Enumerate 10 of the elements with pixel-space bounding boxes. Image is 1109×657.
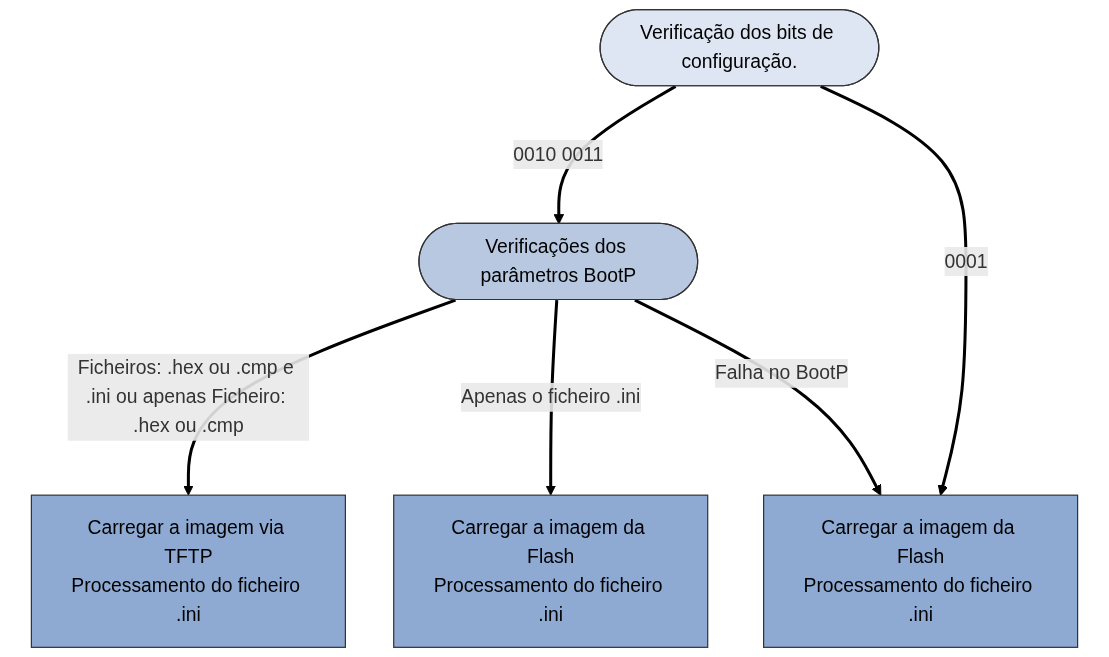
- edge-label: Apenas o ficheiro .ini: [461, 386, 641, 407]
- edge-label: 0001: [944, 250, 988, 272]
- edge-label: Ficheiros: .hex ou .cmp e .ini ou apenas Ficheiro: .hex ou .cmp: [77, 357, 294, 436]
- node-box: Carregar a imagem da Flash Processamento do ficheiro .ini: [763, 494, 1079, 648]
- node-box: Carregar a imagem da Flash Processamento do ficheiro .ini: [393, 494, 709, 648]
- edge-label: Falha no BootP: [715, 362, 849, 384]
- arrow: [634, 298, 882, 496]
- edge-label: 0010 0011: [513, 143, 604, 165]
- arrow: [820, 85, 968, 496]
- node-box: Carregar a imagem via TFTP Processamento do ficheiro .ini: [30, 494, 346, 648]
